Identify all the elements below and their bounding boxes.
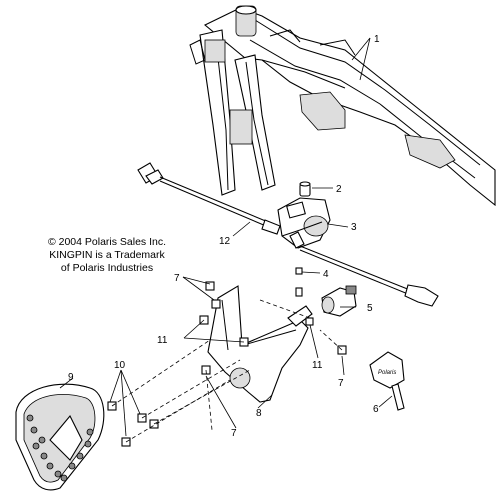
callout-5: 5 (367, 303, 373, 314)
callout-6: 6 (373, 404, 379, 415)
assembly-lines (111, 299, 343, 443)
ignition-switch (277, 197, 331, 249)
frame (189, 5, 496, 207)
trademark-owner-line: of Polaris Industries (60, 262, 154, 274)
choke-cable (137, 162, 281, 235)
callout-2: 2 (336, 184, 342, 195)
clip (295, 267, 303, 297)
trademark-line: KINGPIN is a Trademark (49, 249, 165, 261)
throttle-cable (299, 245, 439, 307)
callout-9: 9 (68, 372, 74, 383)
cover-holes (26, 414, 94, 482)
callout-10: 10 (114, 360, 126, 371)
callout-1: 1 (374, 34, 380, 45)
retaining-clips (107, 401, 159, 447)
callout-7-right: 7 (338, 378, 344, 389)
key-logo: Polaris (378, 370, 396, 376)
callout-4: 4 (323, 269, 329, 280)
callout-7-lower: 7 (231, 428, 237, 439)
callout-11-left: 11 (157, 335, 168, 346)
ignition-key: Polaris (369, 351, 405, 411)
cap (299, 181, 311, 197)
leader-lines (59, 37, 393, 437)
lock-cylinder (321, 285, 357, 317)
callout-11-right: 11 (312, 360, 323, 371)
copyright-notice: © 2004 Polaris Sales Inc. KINGPIN is a T… (32, 236, 182, 275)
callout-8: 8 (256, 408, 262, 419)
callout-7-upper: 7 (174, 273, 180, 284)
callout-3: 3 (351, 222, 357, 233)
copyright-line: © 2004 Polaris Sales Inc. (47, 236, 167, 248)
headlight-cover (15, 383, 105, 491)
callout-12: 12 (219, 236, 231, 247)
